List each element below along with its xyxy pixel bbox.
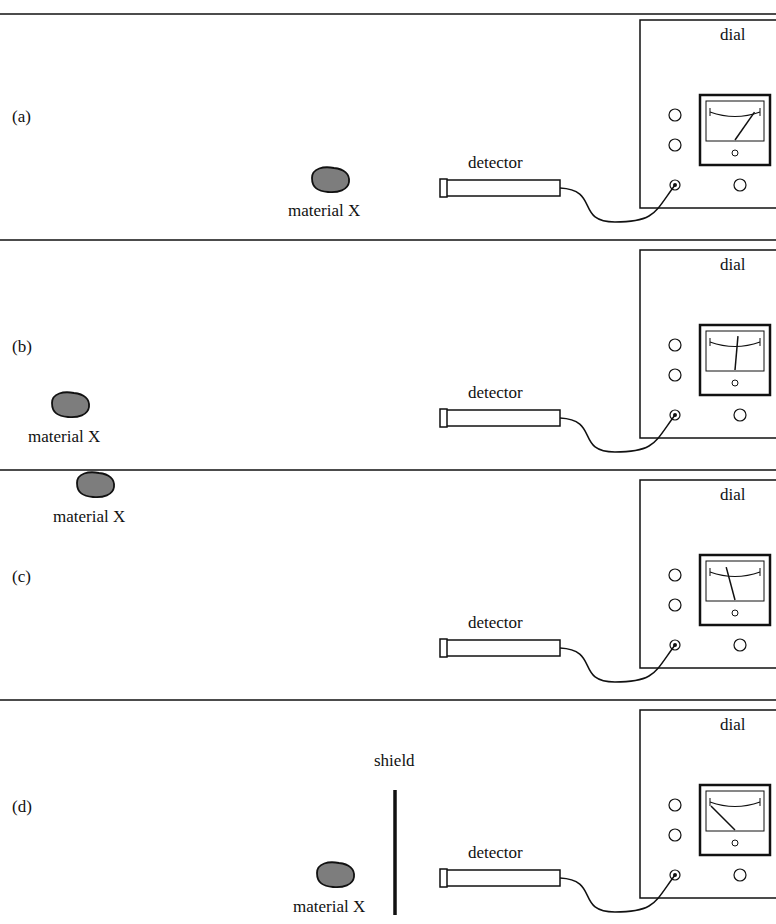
detector-label: detector [468,154,523,173]
knob [734,639,746,651]
detector-cable [560,645,675,682]
panel-divider [0,13,776,15]
instrument-box [640,710,776,898]
panel-divider [0,699,776,701]
detector-cable [560,415,675,452]
meter-face [706,791,764,831]
meter-face [706,561,764,601]
material-sample [77,472,114,497]
knob [669,109,681,121]
detector-label: detector [468,614,523,633]
detector-window [440,179,447,197]
detector-cable [560,185,675,222]
meter-face [706,101,764,141]
detector-cable [560,875,675,912]
material-label: material X [288,202,360,221]
detector-tube [446,180,560,196]
knob [734,179,746,191]
knob [669,599,681,611]
scale-tick [760,338,761,346]
meter-scale [710,802,760,807]
dial-label: dial [720,486,746,505]
panel-label: (d) [12,798,32,817]
meter-frame [700,555,770,625]
dial-label: dial [720,716,746,735]
meter-needle [735,112,755,140]
detector-tube [446,640,560,656]
knob [669,569,681,581]
scale-tick [710,108,711,116]
meter-needle [711,806,735,830]
meter-screw [732,840,738,846]
meter-screw [732,150,738,156]
detector-window [440,639,447,657]
material-sample [312,167,349,192]
material-sample [52,392,89,417]
knob [669,339,681,351]
meter-scale [710,342,760,347]
meter-needle [726,567,735,600]
knob [734,409,746,421]
meter-needle [735,336,738,370]
scale-tick [710,568,711,576]
scale-tick [760,568,761,576]
panel-label: (a) [12,108,31,127]
scale-tick [760,798,761,806]
panel-label: (c) [12,568,31,587]
meter-frame [700,785,770,855]
detector-tube [446,870,560,886]
shield-plate [393,790,397,915]
dial-label: dial [720,256,746,275]
material-sample [317,862,354,887]
material-label: material X [53,508,125,527]
detector-window [440,409,447,427]
dial-label: dial [720,26,746,45]
knob [669,829,681,841]
knob [669,139,681,151]
scale-tick [710,798,711,806]
panel-divider [0,239,776,241]
instrument-box [640,480,776,668]
meter-scale [710,572,760,577]
detector-tube [446,410,560,426]
meter-screw [732,380,738,386]
shield-label: shield [374,752,415,771]
panel-label: (b) [12,338,32,357]
instrument-box [640,20,776,208]
meter-face [706,331,764,371]
detector-window [440,869,447,887]
knob [669,799,681,811]
meter-screw [732,610,738,616]
scale-tick [760,108,761,116]
material-label: material X [293,898,365,917]
instrument-box [640,250,776,438]
knob [669,369,681,381]
meter-frame [700,325,770,395]
detector-label: detector [468,384,523,403]
meter-frame [700,95,770,165]
scale-tick [710,338,711,346]
material-label: material X [28,428,100,447]
detector-label: detector [468,844,523,863]
knob [734,869,746,881]
panel-divider [0,469,776,471]
